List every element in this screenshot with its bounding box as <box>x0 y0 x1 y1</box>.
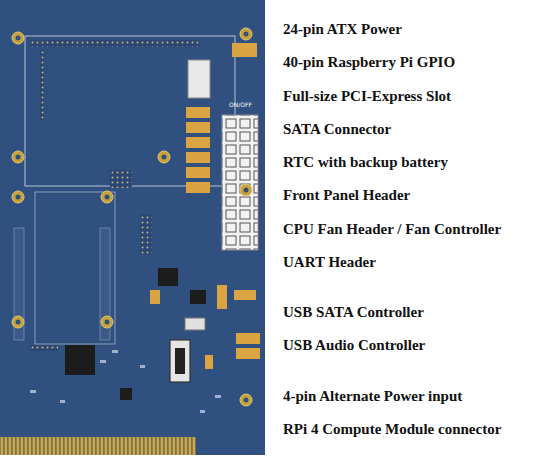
feature-label: UART Header <box>283 253 376 271</box>
feature-label: RPi 4 Compute Module connector <box>283 420 501 438</box>
feature-label: 40-pin Raspberry Pi GPIO <box>283 53 455 71</box>
feature-label: USB Audio Controller <box>283 336 425 354</box>
feature-label: Full-size PCI-Express Slot <box>283 87 451 105</box>
feature-label: SATA Connector <box>283 120 391 138</box>
feature-label: Front Panel Header <box>283 186 410 204</box>
feature-label: 24-pin ATX Power <box>283 20 402 38</box>
feature-label: 4-pin Alternate Power input <box>283 387 462 405</box>
silkscreen-label: ON/OFF <box>229 101 252 108</box>
feature-label: USB SATA Controller <box>283 303 424 321</box>
feature-label: CPU Fan Header / Fan Controller <box>283 220 501 238</box>
feature-label: RTC with backup battery <box>283 153 448 171</box>
